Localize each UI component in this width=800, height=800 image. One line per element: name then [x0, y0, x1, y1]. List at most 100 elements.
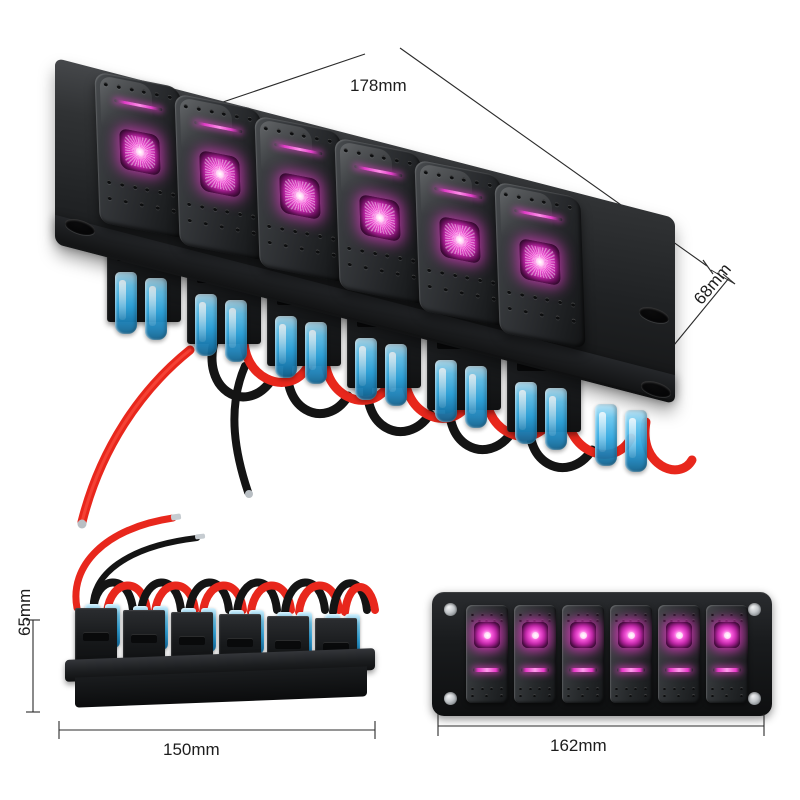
dimension-162mm-line [437, 714, 765, 736]
dot-row-icon [615, 619, 647, 622]
dot-row-icon [103, 81, 173, 100]
led-lamp-icon [522, 622, 548, 648]
dot-row-icon [186, 201, 256, 219]
dot-row-icon [663, 613, 695, 616]
led-lamp-icon [519, 237, 561, 287]
led-bar-icon [434, 186, 483, 200]
dot-row-icon [567, 619, 599, 622]
spade-connector [435, 360, 457, 422]
dimension-65mm-line [26, 619, 40, 713]
rocker-switch-5[interactable] [414, 159, 506, 327]
dot-row-icon [471, 619, 503, 622]
spade-connector [545, 388, 567, 450]
front-rocker-switch-2[interactable] [514, 605, 556, 703]
led-lamp-icon [618, 622, 644, 648]
spade-connector [385, 344, 407, 406]
spade-connector [195, 294, 217, 356]
dot-row-icon [503, 191, 573, 210]
led-lamp-icon [119, 127, 161, 177]
dot-row-icon [519, 613, 551, 616]
dot-row-icon [519, 619, 551, 622]
led-bar-icon [712, 668, 742, 672]
screw-hole-icon [444, 692, 457, 705]
dot-row-icon [711, 619, 743, 622]
led-lamp-icon [474, 622, 500, 648]
dot-row-icon [266, 223, 336, 241]
spade-connector [115, 272, 137, 334]
spade-connector [465, 366, 487, 428]
dimension-label-150mm: 150mm [163, 740, 220, 759]
dot-row-icon [711, 694, 743, 697]
led-lamp-icon [199, 149, 241, 199]
front-rocker-switch-1[interactable] [466, 605, 508, 703]
dot-row-icon [427, 283, 497, 302]
dot-row-icon [347, 261, 417, 280]
led-bar-icon [472, 668, 502, 672]
spade-connector [595, 404, 617, 466]
led-bar-icon [616, 668, 646, 672]
led-bar-icon [354, 164, 403, 178]
spade-connector [145, 278, 167, 340]
wire-harness-rear [72, 513, 379, 616]
led-bar-icon [520, 668, 550, 672]
dot-row-icon [615, 613, 647, 616]
dot-row-icon [615, 687, 647, 690]
dot-row-icon [711, 613, 743, 616]
dot-row-icon [506, 289, 576, 307]
led-lamp-icon [279, 171, 321, 221]
spade-connector [305, 322, 327, 384]
dot-row-icon [663, 619, 695, 622]
led-lamp-icon [439, 215, 481, 265]
dot-row-icon [343, 147, 413, 166]
dot-row-icon [471, 613, 503, 616]
dot-row-icon [267, 239, 337, 258]
front-rocker-switch-4[interactable] [610, 605, 652, 703]
dot-row-icon [346, 245, 416, 263]
screw-hole-icon [748, 603, 761, 616]
dimension-label-162mm: 162mm [550, 736, 607, 755]
led-lamp-icon [570, 622, 596, 648]
front-right-view: 162mm [432, 592, 772, 755]
led-bar-icon [274, 142, 323, 156]
rocker-switch-6[interactable] [494, 181, 586, 349]
dot-row-icon [567, 687, 599, 690]
dot-row-icon [663, 694, 695, 697]
screw-hole-icon [444, 603, 457, 616]
rocker-switch-1[interactable] [94, 71, 186, 239]
dot-row-icon [426, 267, 496, 285]
front-rocker-switch-3[interactable] [562, 605, 604, 703]
screw-hole-icon [748, 692, 761, 705]
dot-row-icon [187, 217, 257, 236]
led-bar-icon [114, 98, 163, 112]
dot-row-icon [567, 694, 599, 697]
led-lamp-icon [359, 193, 401, 243]
led-bar-icon [568, 668, 598, 672]
dot-row-icon [423, 169, 493, 188]
rear-left-view: 65mm 150mm [15, 512, 390, 759]
spade-connector [515, 382, 537, 444]
dot-row-icon [471, 687, 503, 690]
dot-row-icon [507, 305, 577, 324]
dot-row-icon [183, 103, 253, 122]
spade-connector [625, 410, 647, 472]
rocker-switch-2[interactable] [174, 93, 266, 261]
dimension-label-178mm: 178mm [350, 76, 407, 95]
led-lamp-icon [666, 622, 692, 648]
dot-row-icon [263, 125, 333, 144]
main-perspective-view: 178mm 68mm [45, 47, 745, 530]
spade-connector [275, 316, 297, 378]
spade-connector [225, 300, 247, 362]
rocker-switch-4[interactable] [334, 137, 426, 305]
dimension-label-65mm: 65mm [15, 588, 34, 636]
dimension-150mm-line [58, 721, 376, 739]
led-bar-icon [514, 208, 563, 222]
front-rocker-switch-6[interactable] [706, 605, 748, 703]
led-bar-icon [194, 120, 243, 134]
front-rocker-switch-5[interactable] [658, 605, 700, 703]
dot-row-icon [711, 687, 743, 690]
dot-row-icon [615, 694, 647, 697]
spade-connector [355, 338, 377, 400]
rocker-switch-3[interactable] [254, 115, 346, 283]
dot-row-icon [471, 694, 503, 697]
dot-row-icon [663, 687, 695, 690]
